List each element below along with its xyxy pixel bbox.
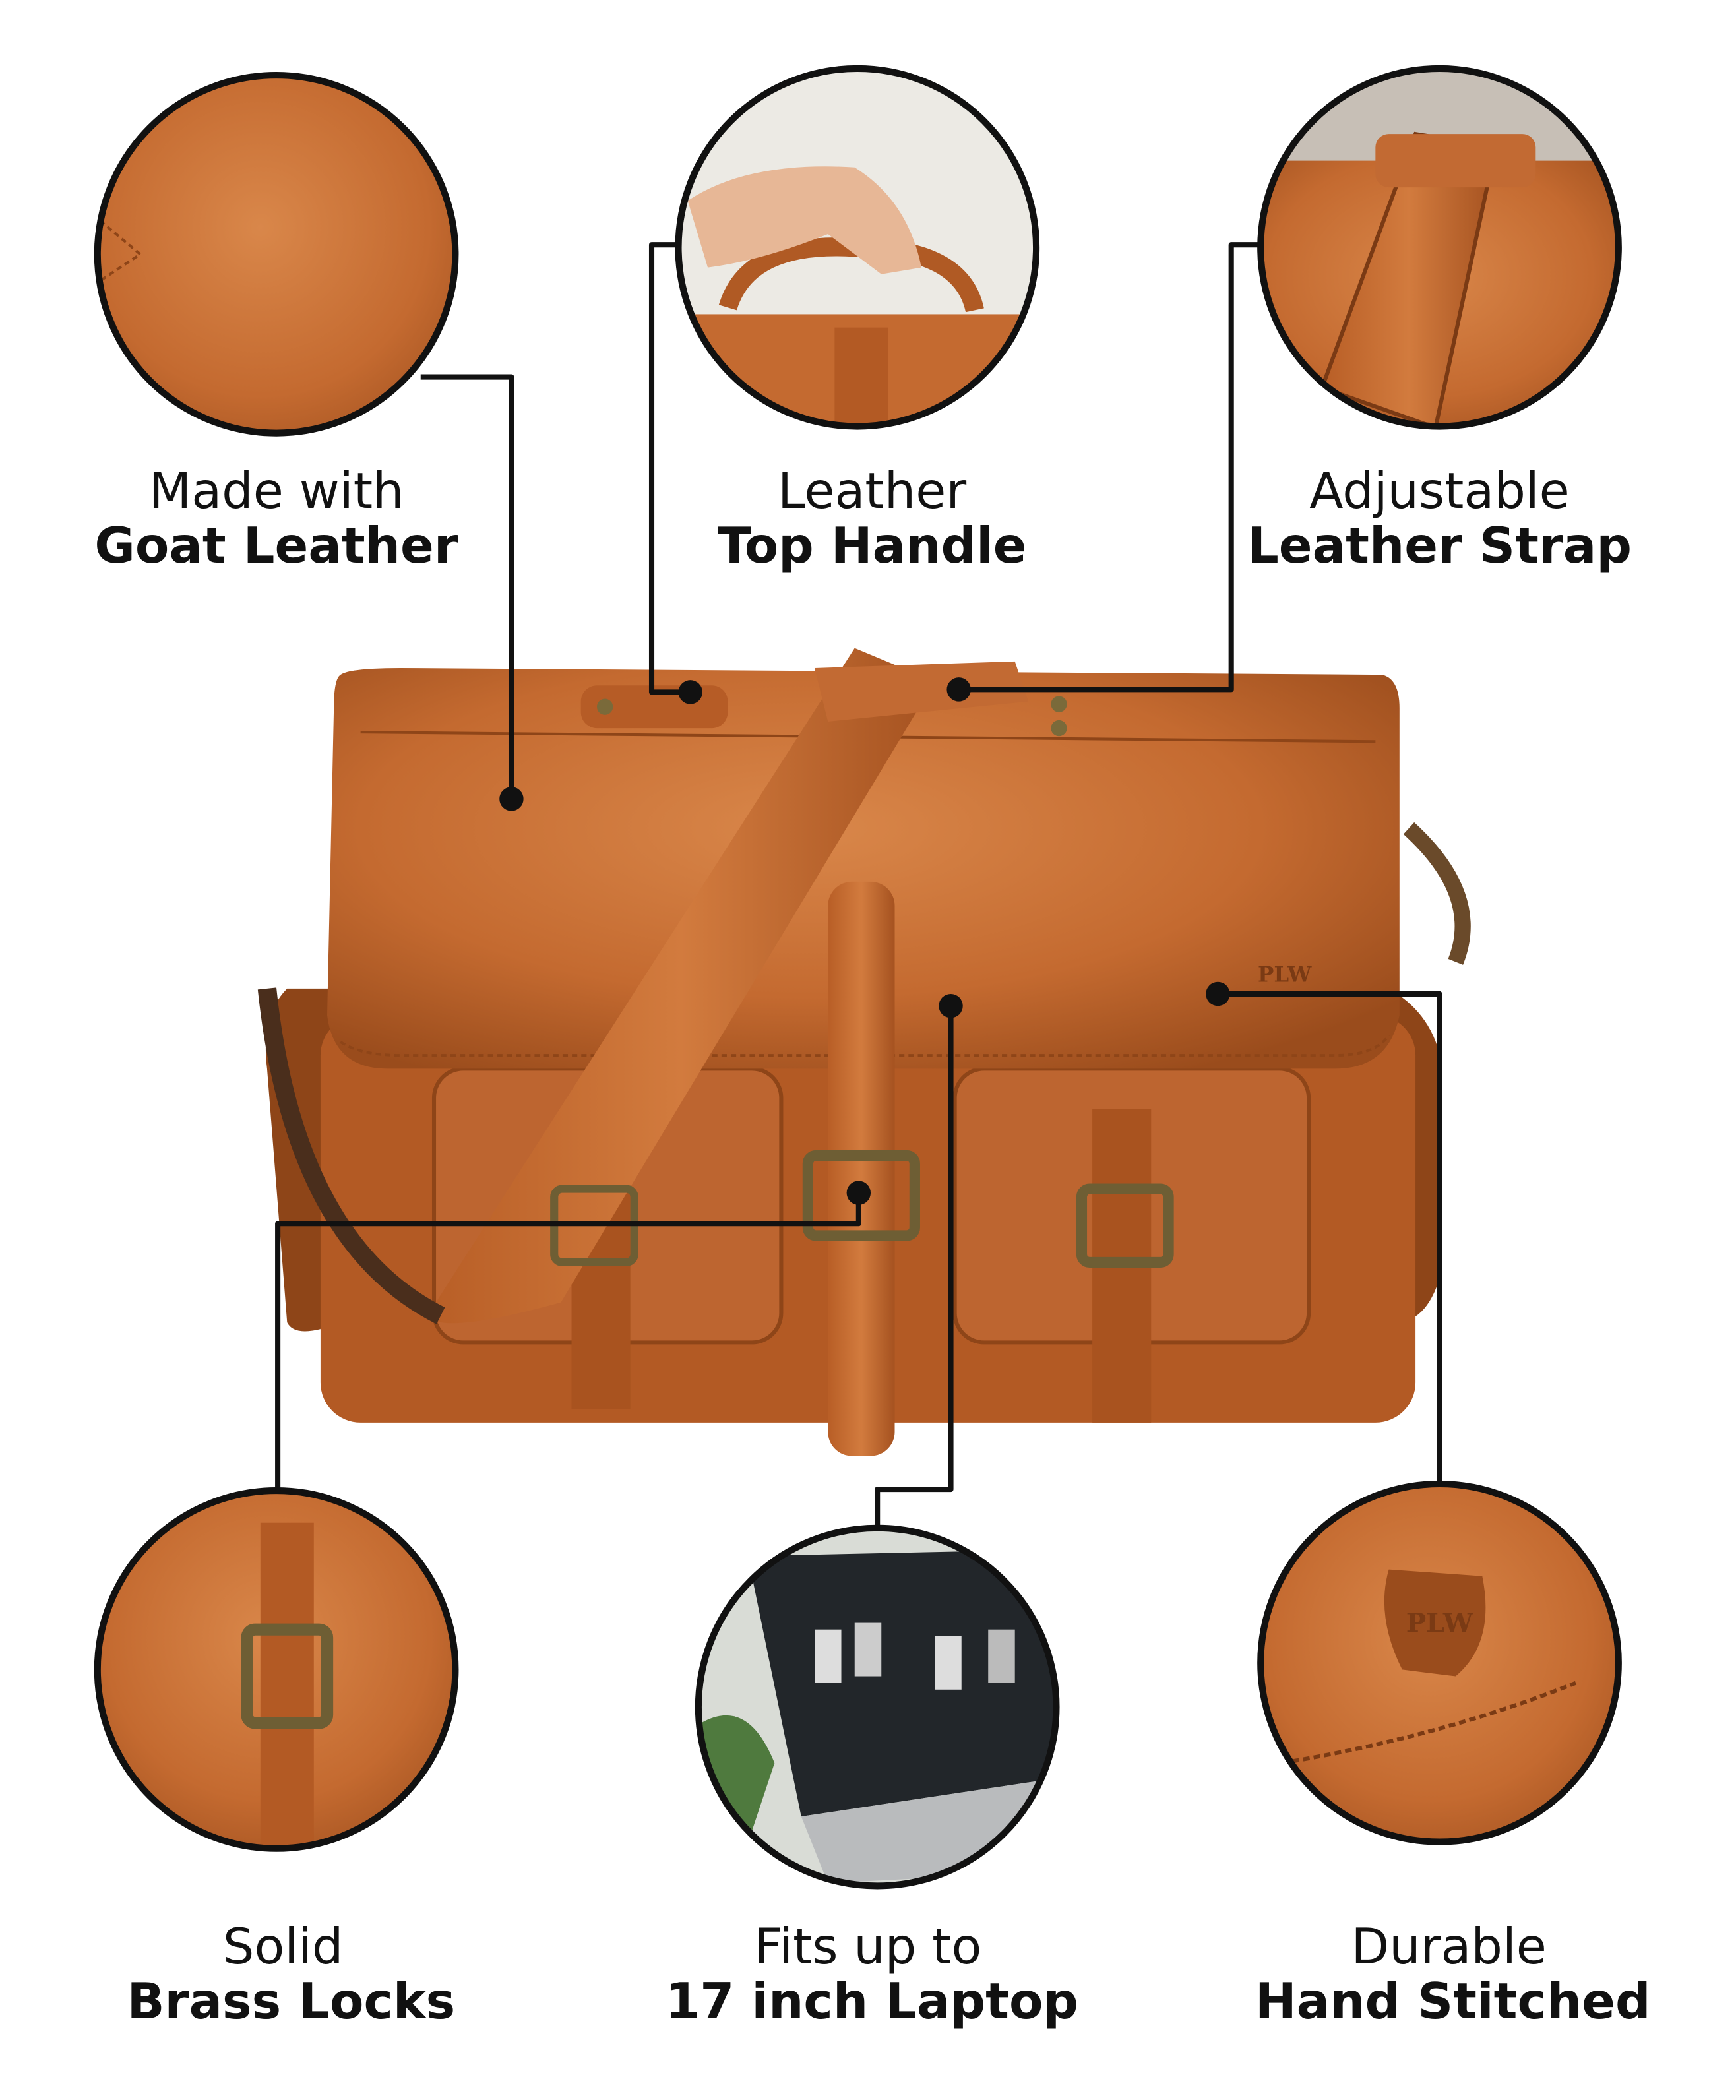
feature-line2: Leather Strap xyxy=(1247,516,1632,574)
hand-stitched-closeup: PLW xyxy=(1260,1484,1619,1842)
feature-line1: Durable xyxy=(1351,1917,1547,1975)
feature-leather-strap: Adjustable Leather Strap xyxy=(1247,462,1632,574)
feature-line2: Hand Stitched xyxy=(1255,1972,1651,2030)
feature-line1: Leather xyxy=(778,462,966,520)
messenger-bag-image: PLW xyxy=(257,648,1471,1456)
leather-strap-closeup xyxy=(1260,68,1619,427)
feature-line2: 17 inch Laptop xyxy=(666,1972,1078,2030)
goat-leather-closeup xyxy=(97,75,456,433)
feature-line2: Top Handle xyxy=(718,516,1027,574)
feature-goat-leather: Made with Goat Leather xyxy=(94,462,458,574)
feature-line2: Brass Locks xyxy=(127,1972,455,2030)
feature-brass-locks: Solid Brass Locks xyxy=(127,1917,455,2030)
callout-connectors xyxy=(275,242,1442,1528)
feature-line1: Made with xyxy=(149,462,404,520)
feature-top-handle: Leather Top Handle xyxy=(718,462,1027,574)
feature-line1: Fits up to xyxy=(755,1917,982,1975)
feature-laptop-size: Fits up to 17 inch Laptop xyxy=(666,1917,1078,2030)
feature-line1: Adjustable xyxy=(1309,462,1570,520)
feature-line1: Solid xyxy=(223,1917,344,1975)
feature-hand-stitched: Durable Hand Stitched xyxy=(1255,1917,1651,2030)
brass-lock-closeup xyxy=(97,1491,456,1849)
feature-line2: Goat Leather xyxy=(94,516,458,574)
stitched-brand-logo: PLW xyxy=(1406,1607,1473,1639)
bag-brand-logo: PLW xyxy=(1258,962,1312,987)
top-handle-closeup xyxy=(678,68,1037,427)
